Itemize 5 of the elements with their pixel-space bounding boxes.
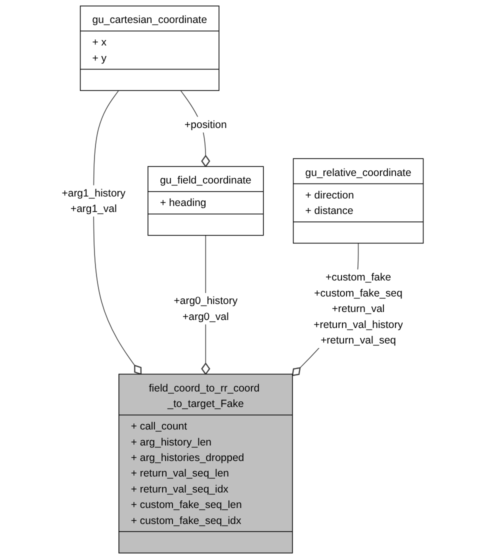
edge-label: +position <box>184 118 227 130</box>
edge-label: +custom_fake +custom_fake_seq +return_val +return_val_history +return_val_seq <box>314 270 403 346</box>
edge-label: +arg0_history +arg0_val <box>174 294 238 322</box>
connector <box>93 90 142 375</box>
edge-label: +arg1_history +arg1_val <box>62 186 126 214</box>
